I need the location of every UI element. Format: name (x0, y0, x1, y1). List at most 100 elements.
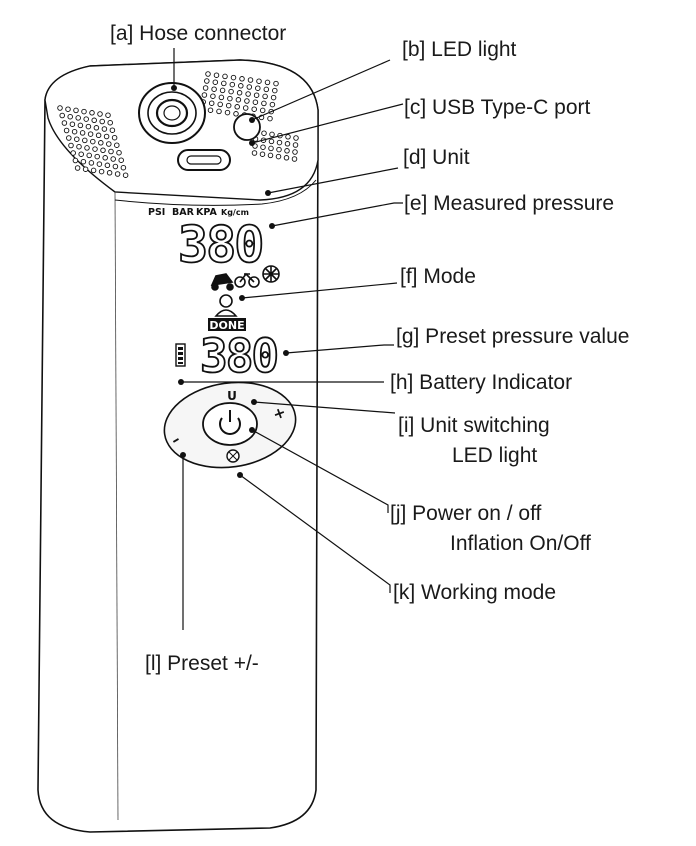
vent-hole (118, 157, 124, 163)
power-icon (219, 410, 241, 435)
vent-hole (57, 105, 63, 111)
vent-hole (79, 130, 86, 136)
leader-i (253, 401, 396, 414)
vent-hole (66, 135, 72, 141)
vent-hole (259, 151, 266, 157)
vent-hole (217, 101, 223, 108)
label-working-mode: [k] Working mode (393, 581, 557, 604)
vent-hole (65, 106, 71, 112)
vent-hole (229, 81, 236, 88)
vent-hole (61, 120, 68, 126)
plus-button[interactable]: + (270, 403, 288, 424)
label-battery-indicator: [h] Battery Indicator (390, 371, 573, 394)
leader-dots (171, 85, 289, 478)
leader-g (285, 344, 394, 354)
vent-hole (207, 107, 214, 113)
vent-hole (77, 122, 84, 129)
vent-hole (112, 163, 119, 170)
vent-hole (110, 156, 116, 162)
vent-hole (202, 85, 209, 91)
vent-hole (74, 165, 81, 171)
vent-hole (82, 137, 88, 144)
bicycle-icon (234, 272, 260, 288)
vent-hole (93, 125, 100, 131)
vent-hole (97, 111, 103, 117)
vent-hole (114, 142, 120, 148)
vent-hole (68, 142, 74, 149)
vent-hole (275, 153, 282, 160)
vent-hole (216, 108, 222, 115)
vent-hole (283, 155, 290, 161)
leader-f (241, 282, 398, 299)
vent-hole (91, 117, 97, 124)
vent-hole (95, 132, 102, 139)
vent-hole (263, 86, 270, 93)
vent-hole (69, 121, 76, 127)
control-panel: U + – (163, 381, 297, 469)
vent-hole (293, 135, 299, 141)
leader-j (251, 429, 389, 513)
vent-hole (212, 79, 219, 85)
vent-hole (80, 158, 87, 165)
vent-hole (72, 157, 79, 164)
vent-hole (269, 131, 275, 138)
vent-hole (247, 77, 254, 83)
vent-hole (87, 131, 94, 137)
vent-hole (236, 90, 243, 96)
cap-edge (114, 191, 119, 821)
vent-hole (111, 134, 118, 141)
vent-hole (211, 86, 217, 92)
unit-switch-button[interactable]: U (227, 389, 237, 403)
vent-hole (251, 106, 257, 112)
vent-hole (222, 73, 228, 80)
mode-icons (210, 265, 280, 317)
vent-hole (261, 100, 267, 107)
leader-b (251, 59, 391, 121)
vent-hole (116, 149, 122, 156)
label-inflation-on-off: Inflation On/Off (450, 532, 591, 555)
vent-hole (268, 145, 274, 152)
vent-hole (96, 161, 103, 167)
vent-hole (85, 123, 92, 130)
vent-hole (221, 80, 227, 87)
vent-hole (253, 92, 260, 98)
vent-hole (219, 87, 226, 94)
vent-hole (100, 147, 106, 154)
vent-hole (233, 111, 239, 117)
vent-hole (99, 118, 105, 125)
working-mode-button[interactable] (226, 449, 240, 463)
vent-hole (67, 113, 73, 120)
vent-hole (108, 148, 114, 155)
vent-hole (285, 134, 291, 140)
vent-hole (242, 105, 249, 111)
vent-hole (105, 112, 111, 118)
battery-indicator (175, 343, 186, 367)
vent-hole (244, 98, 250, 104)
vent-hole (78, 151, 84, 157)
unit-kgcm: Kg/cm (221, 208, 249, 217)
vent-hole (90, 167, 97, 174)
label-unit: [d] Unit (403, 146, 470, 169)
leader-e (271, 202, 403, 227)
vent-hole (71, 128, 78, 135)
vent-hole (251, 150, 258, 156)
vent-hole (92, 146, 98, 152)
vent-hole (273, 80, 279, 87)
vent-hole (102, 155, 108, 161)
label-mode: [f] Mode (400, 265, 476, 288)
label-led-light: [b] LED light (402, 38, 517, 61)
vent-hole (81, 108, 87, 115)
vent-hole (63, 127, 70, 134)
unit-psi: PSI (148, 207, 165, 218)
vent-hole (94, 153, 100, 160)
vent-hole (104, 162, 111, 169)
label-unit-switching-led: LED light (452, 444, 538, 467)
car-icon (210, 273, 234, 291)
leader-c (251, 103, 404, 144)
vent-hole (120, 164, 127, 171)
vent-hole (76, 143, 82, 150)
vent-hole (267, 152, 274, 159)
vent-hole (256, 78, 262, 84)
label-unit-switching: [i] Unit switching (398, 414, 550, 437)
